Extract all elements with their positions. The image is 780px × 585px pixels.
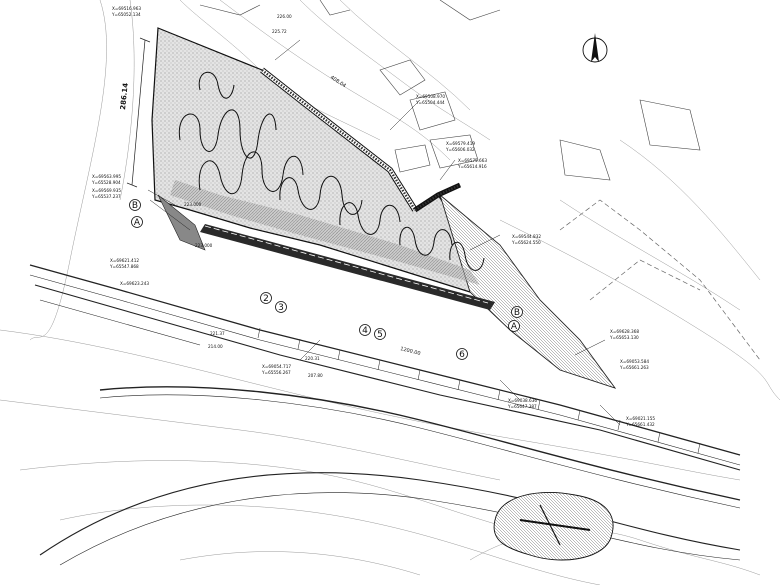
inlet-wedge xyxy=(157,194,206,251)
coordinate-label: X=69628.368 xyxy=(610,329,639,334)
marker-label: A xyxy=(511,322,518,332)
elevation-label: 225.72 xyxy=(272,29,287,34)
coordinate-label: X=69544.832 xyxy=(512,234,541,239)
marker-label: 4 xyxy=(362,326,368,336)
coordinate-label: Y=65661.263 xyxy=(619,365,649,370)
marker-label: 6 xyxy=(459,350,465,360)
dimension-label: 286.14 xyxy=(119,82,130,110)
elevation-label: 226.00 xyxy=(277,14,292,19)
elevation-label: 223.000 xyxy=(184,202,202,207)
elevation-label: 207.80 xyxy=(308,373,323,378)
coordinate-label: Y=65537.237 xyxy=(91,194,121,199)
coordinate-label: Y=65052.134 xyxy=(111,12,141,17)
elevation-label: 220.31 xyxy=(305,356,320,361)
coordinate-label: X=69623.243 xyxy=(120,281,149,286)
coordinate-label: X=69054.717 xyxy=(262,364,291,369)
treatment-facility xyxy=(493,492,614,561)
marker-label: 5 xyxy=(377,330,383,340)
coordinate-label: X=69516.963 xyxy=(112,6,141,11)
coordinate-label: Y=65528.904 xyxy=(91,180,121,185)
marker-label: 2 xyxy=(263,294,269,304)
parcel-outlines xyxy=(199,0,701,181)
marker-circle xyxy=(374,328,386,340)
coordinate-label: Y=65653.130 xyxy=(609,335,639,340)
elevation-label: 221.37 xyxy=(210,331,225,336)
railway-lines xyxy=(29,264,741,566)
coordinate-label: X=69569.935 xyxy=(92,188,121,193)
marker-circle xyxy=(260,292,272,304)
marker-circle xyxy=(508,320,520,332)
marker-circle xyxy=(456,348,468,360)
marker-label: B xyxy=(514,308,520,318)
collector-strip xyxy=(200,224,495,310)
coordinate-label: X=69579.419 xyxy=(446,141,475,146)
coordinate-label: Y=65556.267 xyxy=(261,370,291,375)
marker-circle xyxy=(131,216,143,228)
coordinate-label: Y=65661.432 xyxy=(625,422,655,427)
coordinate-label: Y=65504.444 xyxy=(415,100,445,105)
coordinate-label: Y=65614.916 xyxy=(457,164,487,169)
coordinate-label: Y=65624.550 xyxy=(511,240,541,245)
site-area-tail xyxy=(439,193,617,389)
marker-label: A xyxy=(134,218,141,228)
marker-circle xyxy=(275,301,287,313)
coordinate-label: X=69038.636 xyxy=(508,398,537,403)
site-area-inner xyxy=(170,180,480,285)
serpentine-drainage xyxy=(178,72,485,271)
elevation-label: 223.000 xyxy=(195,243,213,248)
coordinate-label: X=69575.663 xyxy=(458,158,487,163)
access-road xyxy=(260,67,462,213)
coordinate-label: X=69021.155 xyxy=(626,416,655,421)
dimension-line-left xyxy=(126,37,151,188)
coordinate-label: Y=65547.868 xyxy=(109,264,139,269)
coordinate-label: X=69508.970 xyxy=(416,94,445,99)
dashed-boundary xyxy=(559,199,761,361)
dimension-label: 1200.00 xyxy=(400,346,422,357)
dimension-label: 408.04 xyxy=(329,75,347,90)
marker-circle xyxy=(359,324,371,336)
coordinate-label: X=69053.584 xyxy=(620,359,649,364)
north-arrow-icon xyxy=(582,33,608,63)
marker-circle xyxy=(129,199,141,211)
marker-label: 3 xyxy=(278,303,284,313)
coordinate-label: X=69621.412 xyxy=(110,258,139,263)
coordinate-label: Y=65647.387 xyxy=(507,404,537,409)
marker-label: B xyxy=(132,201,138,211)
marker-circle xyxy=(511,306,523,318)
leader-lines xyxy=(147,39,621,426)
elevation-label: 214.00 xyxy=(208,344,223,349)
coordinate-label: X=69563.995 xyxy=(92,174,121,179)
railway-ticks xyxy=(257,327,701,454)
coordinate-label: Y=65606.032 xyxy=(445,147,475,152)
